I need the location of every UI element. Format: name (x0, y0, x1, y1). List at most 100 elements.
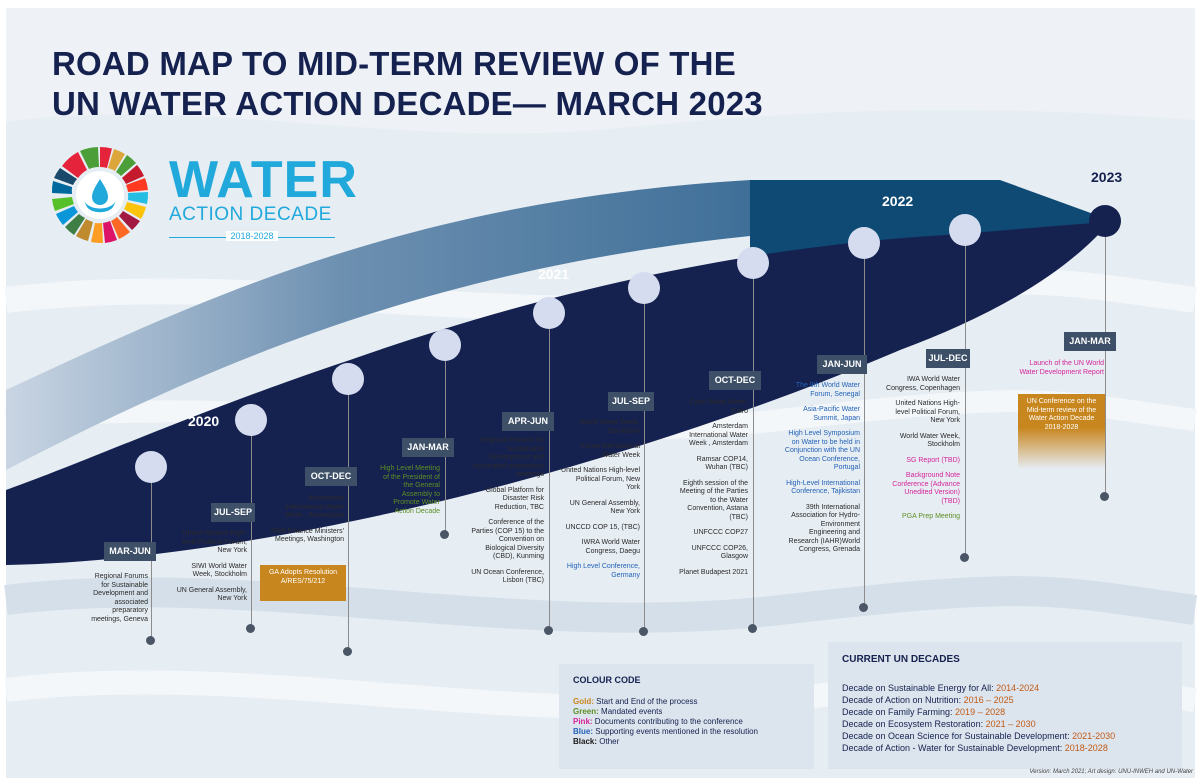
event-item: PGA Prep Meeting (902, 513, 960, 520)
legend-key: Gold: (573, 697, 594, 706)
version-credit: Version: March 2021; Art design: UNU-INW… (1029, 769, 1194, 775)
event-item: Background Note Conference (Advance Uned… (892, 472, 960, 505)
event-item: UN General Assembly, New York (176, 586, 247, 603)
event-item: United Nations High-level Political Foru… (182, 530, 247, 554)
year-2021: 2021 (538, 266, 570, 282)
milestone-dot (135, 451, 167, 483)
page-title: ROAD MAP TO MID-TERM REVIEW OF THE UN WA… (52, 44, 763, 124)
title-line-2: UN WATER ACTION DECADE— MARCH 2023 (52, 85, 763, 122)
event-item: Planet Budapest 2021 (679, 568, 748, 576)
logo-years: 2018-2028 (169, 231, 335, 241)
arrow-dark-band (6, 222, 1110, 565)
event-item: Conference of the Parties (COP 15) to th… (471, 519, 544, 560)
stem-end-dot (146, 636, 155, 645)
event-item: Amsterdam International Water Week , Ams… (284, 495, 344, 519)
stem-line (965, 243, 966, 558)
event-item: IWRA World Water Congress, Daegu (581, 539, 640, 555)
stem-line (1105, 234, 1106, 496)
event-item: High Level Meeting of the President of t… (380, 465, 440, 515)
event-item: UNCCD COP 15, (TBC) (565, 523, 640, 531)
event-item: High-Level International Conference, Taj… (786, 479, 860, 496)
gold-milestone-box: GA Adopts Resolution A/RES/75/212 (260, 565, 346, 601)
period-label-oct-dec-2020: OCT-DEC (305, 467, 357, 486)
logo-subtitle: ACTION DECADE (169, 204, 332, 225)
period-label-mar-jun-2020: MAR-JUN (104, 542, 156, 561)
arrow-head (750, 180, 1110, 255)
decade-item: Decade on Family Farming: 2019 – 2028 (842, 706, 1168, 718)
stem-line (753, 276, 754, 629)
gold-milestone-box-final: UN Conference on the Mid-term review of … (1018, 394, 1105, 469)
logo-years-text: 2018-2028 (226, 231, 278, 241)
event-item: UN General Assembly, New York (569, 499, 640, 516)
event-item: SIWI World Water Week, Stockholm (191, 562, 247, 579)
decade-years: 2021 – 2030 (985, 719, 1036, 729)
legend-desc: Other (599, 737, 620, 746)
events-oct-dec-2020: Amsterdam International Water Week , Ams… (270, 495, 344, 552)
stem-end-dot (748, 624, 757, 633)
decade-years: 2016 – 2025 (963, 695, 1014, 705)
year-2020: 2020 (188, 413, 220, 429)
events-jul-sep-2020: United Nations High-level Political Foru… (170, 530, 247, 611)
event-item: SWA Finance Ministers' Meetings, Washing… (270, 527, 344, 544)
legend-desc: Documents contributing to the conference (594, 717, 743, 726)
year-2022: 2022 (882, 193, 914, 209)
legend-key: Black: (573, 737, 598, 746)
stem-end-dot (544, 626, 553, 635)
event-item: Cairo Water Week, Cairo (689, 399, 748, 415)
milestone-dot (429, 329, 461, 361)
events-jul-dec-2022: IWA World Water Congress, Copenhagen Uni… (884, 376, 960, 529)
decade-years: 2021-2030 (1072, 731, 1116, 741)
events-apr-jun-2021: Regional Forums for Sustainable Developm… (470, 437, 544, 593)
colour-code-legend: COLOUR CODE Gold: Start and End of the p… (559, 664, 814, 769)
decade-name: Decade on Family Farming: (842, 707, 956, 717)
decade-item: Decade of Action - Water for Sustainable… (842, 742, 1168, 754)
period-label-jul-sep-2021: JUL-SEP (608, 392, 654, 411)
period-label-jul-dec-2022: JUL-DEC (926, 349, 970, 368)
milestone-dot (628, 272, 660, 304)
decade-item: Decade on Ecosystem Restoration: 2021 – … (842, 718, 1168, 730)
legend-entry-black: Black: Other (573, 737, 800, 747)
title-line-1: ROAD MAP TO MID-TERM REVIEW OF THE (52, 45, 736, 82)
event-item: Global Platform for Disaster Risk Reduct… (485, 486, 544, 511)
stem-end-dot (343, 647, 352, 656)
event-item: World Water Week, Stockholm (899, 432, 960, 449)
events-jan-jun-2022: The 9th World Water Forum, Senegal Asia-… (782, 382, 860, 562)
milestone-dot-final (1089, 205, 1121, 237)
legend-entry-green: Green: Mandated events (573, 707, 800, 717)
logo-wordmark: WATER (169, 151, 358, 209)
current-un-decades: CURRENT UN DECADES Decade on Sustainable… (828, 642, 1182, 769)
milestone-dot (332, 363, 364, 395)
event-item: Regional Forums for Sustainable Developm… (472, 437, 544, 478)
stem-line (864, 256, 865, 608)
event-item: United Nations High-level Political Foru… (561, 467, 640, 491)
year-2023: 2023 (1091, 169, 1123, 185)
period-label-jul-sep-2020: JUL-SEP (211, 503, 255, 522)
legend-key: Blue: (573, 727, 593, 736)
decade-years: 2019 – 2028 (955, 707, 1006, 717)
decade-name: Decade of Action on Nutrition: (842, 695, 964, 705)
water-action-decade-logo: WATER ACTION DECADE 2018-2028 (45, 140, 357, 250)
decade-name: Decade on Ecosystem Restoration: (842, 719, 986, 729)
stem-line (644, 301, 645, 632)
milestone-dot (737, 247, 769, 279)
event-item: United Nations High-level Political Foru… (895, 400, 960, 424)
legend-desc: Start and End of the process (596, 697, 698, 706)
decades-title: CURRENT UN DECADES (842, 654, 960, 665)
event-item: UN Ocean Conference, Lisbon (TBC) (471, 568, 544, 585)
legend-entry-gold: Gold: Start and End of the process (573, 697, 800, 707)
milestone-dot (533, 297, 565, 329)
event-item: Korea International Water Week (580, 443, 640, 459)
legend-desc: Mandated events (601, 707, 663, 716)
decade-name: Decade on Ocean Science for Sustainable … (842, 731, 1073, 741)
stem-end-dot (246, 624, 255, 633)
stem-line (348, 392, 349, 652)
event-item: UNFCCC COP27 (693, 529, 748, 536)
events-mar-jun-2020: Regional Forums for Sustainable Developm… (86, 573, 148, 631)
stem-end-dot (440, 530, 449, 539)
event-item: Amsterdam International Water Week , Ams… (688, 423, 748, 447)
event-item: Eighth session of the Meeting of the Par… (679, 479, 748, 521)
events-jul-sep-2021: World Water Week, Stockholm Korea Intern… (561, 419, 640, 587)
milestone-dot (848, 227, 880, 259)
events-oct-dec-2021: Cairo Water Week, Cairo Amsterdam Intern… (677, 399, 748, 584)
event-item: IWA World Water Congress, Copenhagen (886, 376, 960, 392)
